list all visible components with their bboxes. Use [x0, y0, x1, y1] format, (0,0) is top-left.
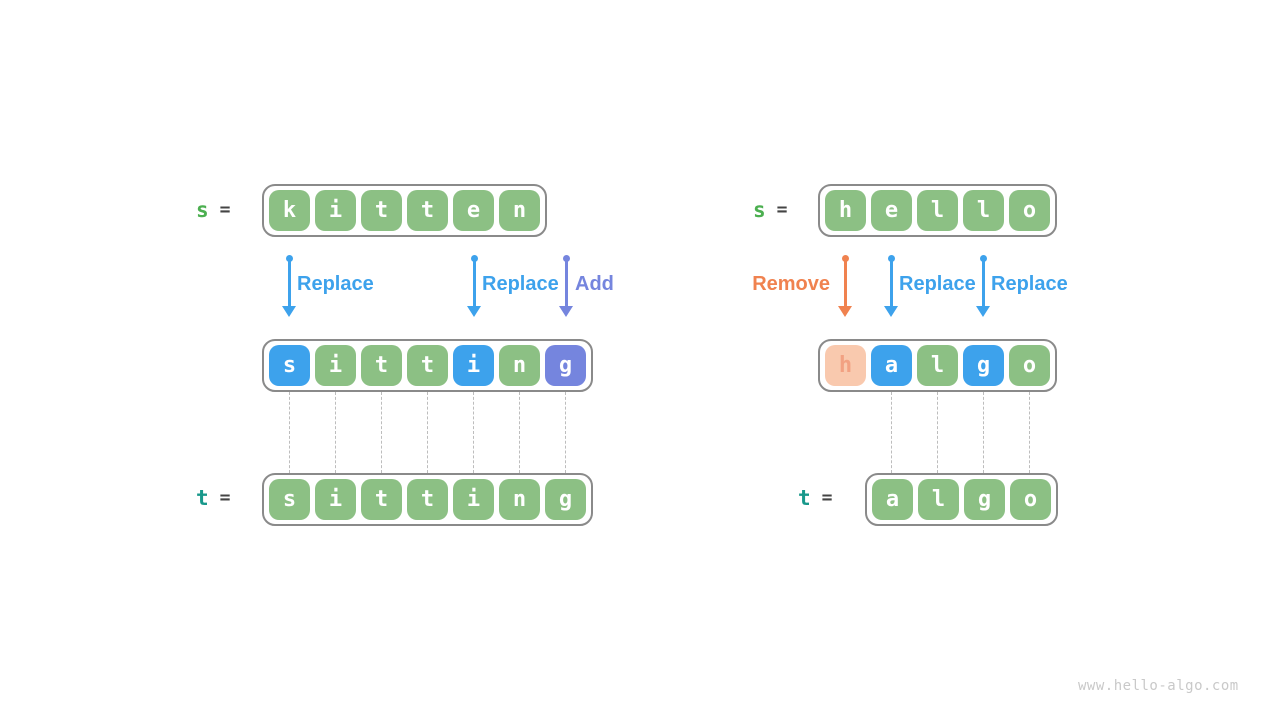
char-cell: i	[315, 479, 356, 520]
t-variable-label: t =	[798, 486, 833, 510]
operation-label: Replace	[991, 273, 1068, 295]
t-variable-label: t =	[196, 486, 231, 510]
char-cell-removed: h	[825, 345, 866, 386]
operation-label: Remove	[752, 273, 830, 295]
char-cell: t	[407, 479, 448, 520]
char-cell: a	[872, 479, 913, 520]
mapping-line	[427, 392, 428, 473]
target-string-row: a l g o	[865, 473, 1058, 526]
char-cell-replaced: a	[871, 345, 912, 386]
char-cell: n	[499, 345, 540, 386]
char-cell: k	[269, 190, 310, 231]
operation-label: Replace	[482, 273, 559, 295]
char-cell: t	[407, 190, 448, 231]
char-cell-replaced: g	[963, 345, 1004, 386]
char-cell: e	[453, 190, 494, 231]
char-cell: s	[269, 479, 310, 520]
equals-sign: =	[821, 487, 833, 508]
mapping-line	[381, 392, 382, 473]
char-cell: t	[361, 190, 402, 231]
replace-arrow-icon	[282, 255, 296, 317]
mapping-line	[565, 392, 566, 473]
char-cell-replaced: i	[453, 345, 494, 386]
variable-s: s	[753, 198, 766, 222]
char-cell: t	[361, 479, 402, 520]
target-string-row: s i t t i n g	[262, 473, 593, 526]
source-string-row: h e l l o	[818, 184, 1057, 237]
operation-label: Replace	[297, 273, 374, 295]
equals-sign: =	[776, 199, 788, 220]
mapping-line	[519, 392, 520, 473]
char-cell: o	[1009, 345, 1050, 386]
char-cell: n	[499, 479, 540, 520]
mapping-line	[335, 392, 336, 473]
s-variable-label: s =	[753, 198, 788, 222]
char-cell: o	[1009, 190, 1050, 231]
char-cell: e	[871, 190, 912, 231]
add-arrow-icon	[559, 255, 573, 317]
char-cell: n	[499, 190, 540, 231]
char-cell-replaced: s	[269, 345, 310, 386]
variable-t: t	[798, 486, 811, 510]
remove-arrow-icon	[838, 255, 852, 317]
variable-t: t	[196, 486, 209, 510]
char-cell: i	[453, 479, 494, 520]
watermark: www.hello-algo.com	[1078, 678, 1239, 694]
replace-arrow-icon	[467, 255, 481, 317]
char-cell: l	[917, 345, 958, 386]
char-cell: t	[407, 345, 448, 386]
intermediate-string-row: h a l g o	[818, 339, 1057, 392]
replace-arrow-icon	[884, 255, 898, 317]
mapping-line	[891, 392, 892, 473]
char-cell: l	[917, 190, 958, 231]
mapping-line	[1029, 392, 1030, 473]
char-cell-added: g	[545, 345, 586, 386]
char-cell: l	[963, 190, 1004, 231]
equals-sign: =	[219, 199, 231, 220]
mapping-line	[289, 392, 290, 473]
mapping-line	[937, 392, 938, 473]
char-cell: l	[918, 479, 959, 520]
mapping-line	[473, 392, 474, 473]
equals-sign: =	[219, 487, 231, 508]
operation-label: Replace	[899, 273, 976, 295]
s-variable-label: s =	[196, 198, 231, 222]
char-cell: i	[315, 190, 356, 231]
intermediate-string-row: s i t t i n g	[262, 339, 593, 392]
char-cell: h	[825, 190, 866, 231]
char-cell: i	[315, 345, 356, 386]
char-cell: o	[1010, 479, 1051, 520]
char-cell: t	[361, 345, 402, 386]
mapping-line	[983, 392, 984, 473]
char-cell: g	[545, 479, 586, 520]
char-cell: g	[964, 479, 1005, 520]
variable-s: s	[196, 198, 209, 222]
source-string-row: k i t t e n	[262, 184, 547, 237]
replace-arrow-icon	[976, 255, 990, 317]
operation-label: Add	[575, 273, 614, 295]
